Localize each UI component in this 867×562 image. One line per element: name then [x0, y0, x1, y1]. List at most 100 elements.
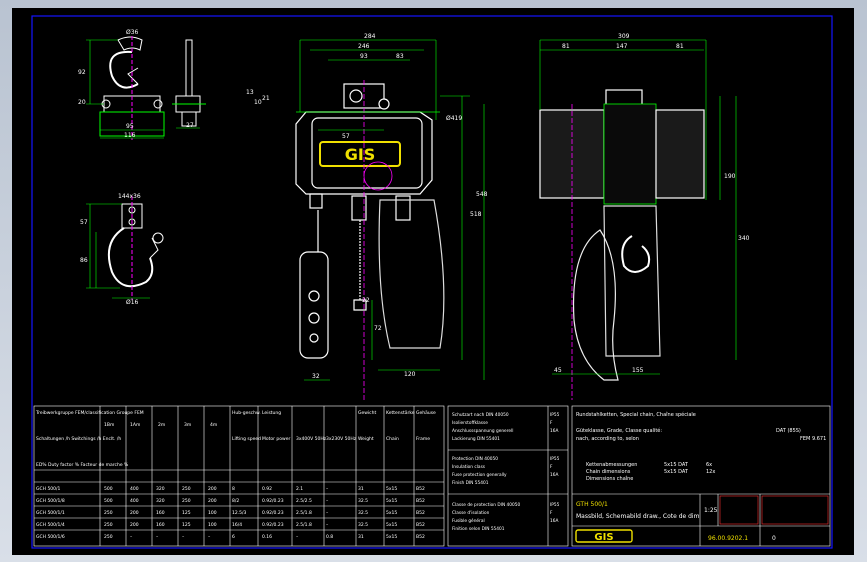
spec-row-cell: 160 — [156, 522, 165, 528]
hook-detail-bottom — [108, 196, 164, 300]
spec-row-cell: 2.5/2.5 — [296, 498, 312, 504]
dim-13: 13 — [246, 89, 254, 96]
notes-text: Schutzart nach DIN 40050 Isolierstoffkla… — [452, 412, 560, 532]
spec-row-cell: 100 — [208, 522, 217, 528]
spec-row-model: GCH 500/1/4 — [36, 522, 65, 528]
dim-147: 147 — [616, 43, 628, 50]
col-1bm: 1Bm — [104, 422, 114, 428]
col-gehaeuse: Gehäuse — [416, 410, 436, 416]
spec-row-cell: 125 — [182, 510, 191, 516]
spec-row-model: GCH 500/1/1 — [36, 510, 65, 516]
spec-row-cell: 5x15 — [386, 534, 397, 540]
spec-row-model: GCH 500/1/8 — [36, 498, 65, 504]
note-2-4: Finish DIN 55401 — [452, 480, 489, 486]
note-1-1: Schutzart nach DIN 40050 — [452, 412, 509, 418]
notes-grid — [447, 405, 569, 547]
quality-value-3: FEM 9.671 — [800, 436, 826, 442]
spec-row-cell: 200 — [130, 522, 139, 528]
title-block-grid — [571, 405, 831, 547]
spec-row-cell: – — [326, 499, 329, 504]
drawing-background — [12, 8, 854, 555]
gis-logo-front: GIS — [319, 141, 401, 167]
spec-row-model: GCH 500/1 — [36, 486, 61, 492]
spec-row-cell: B52 — [416, 486, 425, 492]
chain-value-4: 12x — [706, 469, 715, 475]
unit-motor-power: Motor power — [262, 436, 290, 442]
spec-row-cell: 500 — [104, 498, 113, 504]
unit-frame: Frame — [416, 436, 430, 442]
dim-284: 284 — [364, 33, 376, 40]
dim-81-right: 81 — [676, 43, 684, 50]
spec-row-cell: 320 — [156, 498, 165, 504]
col-kettenstaerke: Kettenstärke — [386, 410, 415, 416]
spec-row-cell: 2.5/1.8 — [296, 510, 312, 516]
chain-value-1: 5x15 DAT — [664, 462, 689, 468]
side-view-dim-labels: 309 81 147 81 190 155 340 45 — [554, 33, 750, 374]
spec-row-cell: 0.92/0.23 — [262, 498, 284, 504]
unit-lifting-speed: Lifting speed — [232, 436, 261, 442]
hoist-front-view — [295, 83, 445, 359]
note-1-4: Lackierung DIN 55401 — [452, 436, 500, 442]
dim-120: 120 — [404, 371, 416, 378]
chain-value-3: 6x — [706, 462, 712, 468]
dim-155: 155 — [632, 367, 644, 374]
note-val-16a-2: 16A — [550, 472, 558, 478]
note-3-2: Classe d'isolation — [452, 510, 490, 516]
dim-hook-144x36: 144x36 — [118, 193, 141, 200]
col-gewicht: Gewicht — [358, 410, 377, 416]
dim-hook-116: 116 — [124, 132, 136, 139]
dim-hook-d36: Ø36 — [126, 29, 139, 36]
note-val-f-3: F — [550, 510, 553, 516]
dim-hook-95: 95 — [126, 123, 134, 130]
dim-10: 10 — [254, 99, 262, 106]
quality-value-2: DAT (85S) — [776, 428, 801, 434]
spec-row-cell: 5x15 — [386, 498, 397, 504]
spec-row-model: GCH 500/1/6 — [36, 534, 65, 540]
col-3m: 3m — [184, 422, 191, 428]
side-view-dimensions — [539, 39, 737, 375]
spec-row-cell: B52 — [416, 510, 425, 516]
spec-row-cell: 200 — [130, 510, 139, 516]
spec-row-cell: 8/2 — [232, 498, 239, 504]
dim-72: 72 — [374, 325, 382, 332]
title-logo-text: GIS — [594, 532, 613, 543]
spec-row-cell: 0.92 — [262, 486, 272, 492]
spec-row-cell: 0.8 — [326, 534, 333, 540]
title-block-text: Rundstahlketten, Special chain, Chaîne s… — [576, 411, 826, 482]
row-header-duty: ED% Duty factor % Facteur de marche % — [36, 462, 129, 468]
product-desc: Massbild, Schemabild draw., Cote de dim — [576, 513, 700, 520]
note-2-2: Insulation class — [452, 464, 486, 470]
spec-row-cell: 32.5 — [358, 510, 368, 516]
scale: 1:25 — [704, 507, 718, 514]
quality-row: Güteklasse, Grade, Classe qualité: — [576, 427, 662, 434]
hook-top-dim-labels: Ø36 92 20 95 116 27 — [78, 29, 194, 139]
product-code: GTH 500/1 — [576, 501, 608, 508]
unit-weight: Weight — [358, 436, 374, 442]
spec-row-cell: 0.16 — [262, 534, 272, 540]
spec-row-cell: 400 — [130, 486, 139, 492]
spec-row-cell: 250 — [182, 498, 191, 504]
spec-row-cell: – — [326, 523, 329, 528]
col-2m: 2m — [158, 422, 165, 428]
row-header-fem: Treibwerkgruppe FEM/classification Group… — [35, 410, 144, 416]
spec-row-cell: 0.92/0.23 — [262, 510, 284, 516]
note-val-f-1: F — [550, 420, 553, 426]
gis-logo-text: GIS — [345, 145, 376, 164]
front-view-dim-labels: 284 246 93 83 57 120 32 22 72 518 548 13… — [246, 33, 488, 380]
spec-row-cell: 500 — [104, 486, 113, 492]
drawing-frame — [31, 15, 833, 549]
spec-row-cell: 31 — [358, 486, 364, 492]
spec-row-cell: B52 — [416, 498, 425, 504]
sheet-number: 0 — [772, 535, 776, 542]
front-view-dimensions — [299, 39, 485, 381]
note-val-f-2: F — [550, 464, 553, 470]
note-3-1: Classe de protection DIN 40050 — [452, 502, 520, 508]
dim-hook-27: 27 — [186, 122, 194, 129]
spec-row-cell: 2.5/1.8 — [296, 522, 312, 528]
dim-309: 309 — [618, 33, 630, 40]
dim-21: 21 — [262, 95, 270, 102]
note-3-3: Fusible général — [452, 517, 485, 524]
hook-bottom-dim-labels: 144x36 57 86 Ø16 — [80, 193, 141, 306]
title-header: Rundstahlketten, Special chain, Chaîne s… — [576, 411, 696, 418]
